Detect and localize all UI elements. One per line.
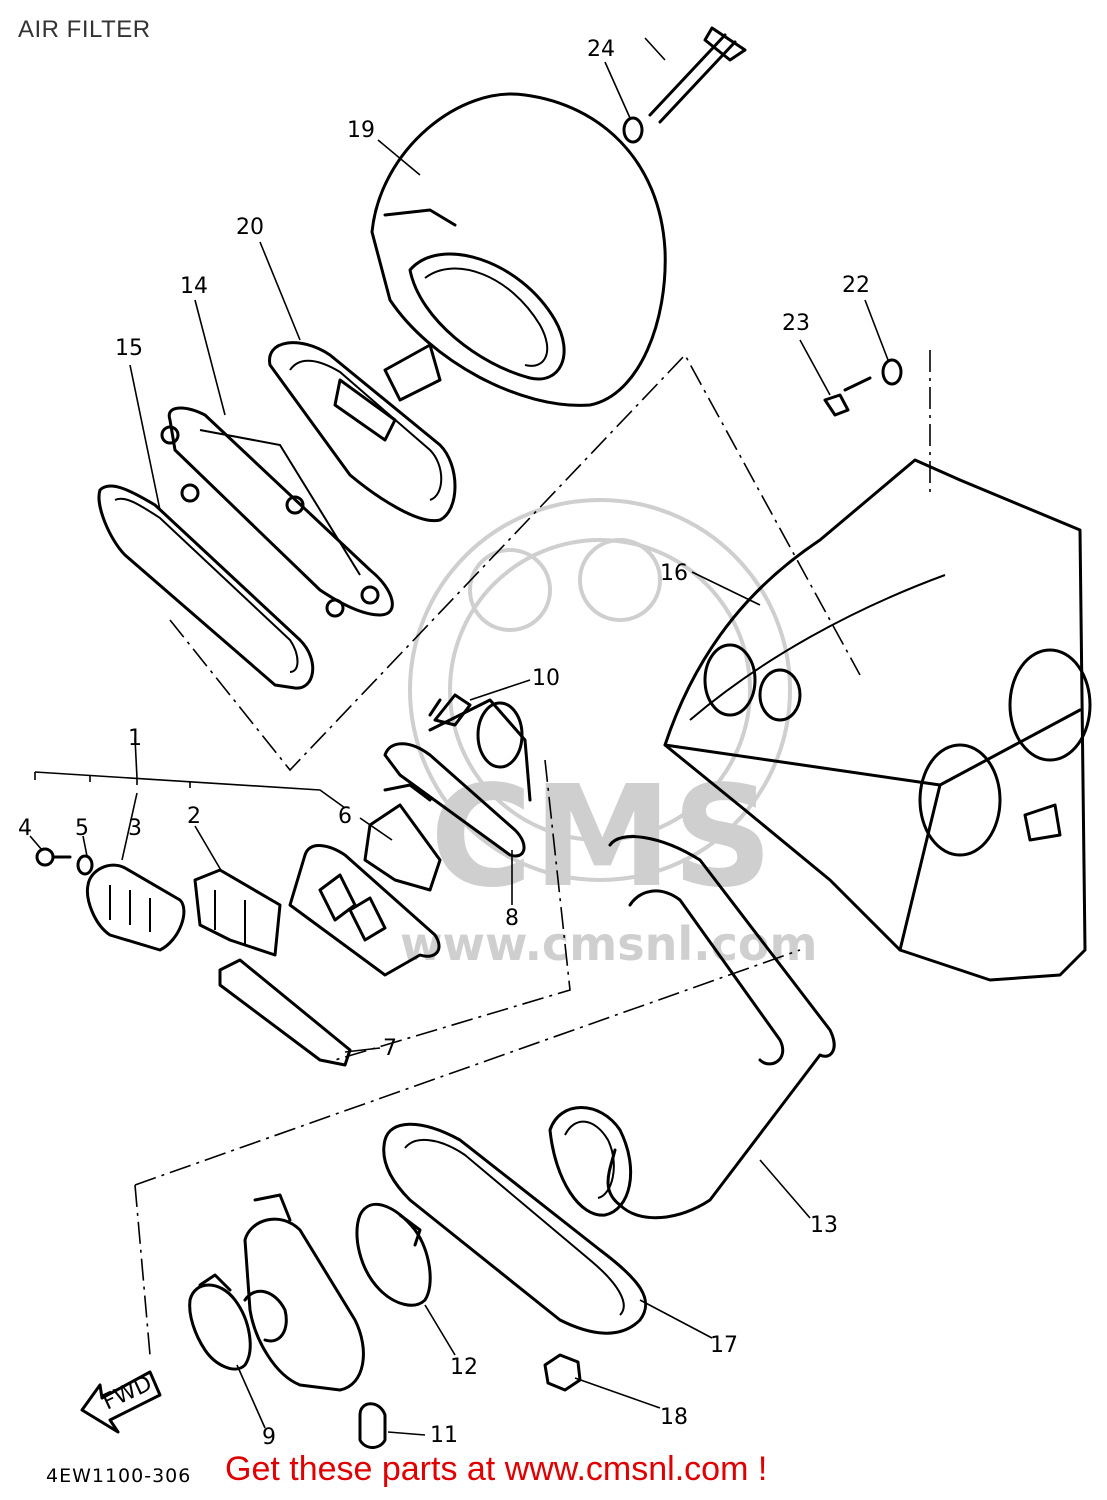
leader-lines [29,37,889,1436]
watermark-url: www.cmsnl.com [400,917,817,971]
part-19-filter-element [370,92,667,407]
part-18-nut [543,1353,582,1392]
fwd-label: FWD [99,1371,156,1415]
part-22-washer [881,358,903,386]
callout-11: 11 [430,1423,458,1448]
part-15-gasket [97,484,315,690]
part-4-screw [35,847,72,867]
part-3-stopper-plate [85,863,186,952]
part-14-filter-frame [160,406,394,618]
page-title: AIR FILTER [18,16,151,43]
forward-direction-arrow: FWD [80,1370,162,1434]
callout-2: 2 [187,804,201,829]
part-13-intake-boot [548,835,836,1220]
part-24-bolt [622,26,747,144]
callout-24: 24 [587,37,615,62]
assembly-line-middle [334,759,571,1061]
callout-18: 18 [660,1405,688,1430]
callout-3: 3 [128,816,142,841]
callout-20: 20 [236,215,264,240]
callout-6: 6 [338,804,352,829]
cms-watermark-logo: CMS www.cmsnl.com [400,498,817,971]
part-17-gasket-ring [382,1122,648,1335]
callout-13: 13 [810,1213,838,1238]
part-23-bolt [823,376,872,417]
part-5-washer [76,854,94,876]
part-1-reed-valve-assembly [288,844,441,977]
callout-12: 12 [450,1355,478,1380]
callout-22: 22 [842,273,870,298]
callout-8: 8 [505,906,519,931]
part-8-manifold [363,698,532,892]
callout-14: 14 [180,274,208,299]
callout-16: 16 [660,561,688,586]
part-16-air-box [663,458,1092,982]
callout-19: 19 [347,118,375,143]
callout-10: 10 [532,666,560,691]
callout-7: 7 [383,1036,397,1061]
callout-4: 4 [18,816,32,841]
part-12-clamp [355,1202,432,1307]
part-2-reed-petals [193,868,282,957]
part-11-clip [358,1402,387,1449]
assembly-line-upper [169,353,861,772]
bracket-ticks [34,772,191,788]
part-9-carburettor-clamp [188,1193,365,1392]
drawing-code: 4EW1100-306 [46,1465,192,1487]
watermark-brand: CMS [430,756,773,919]
assembly-line-lower [134,949,801,1356]
part-10-bolt [428,693,472,727]
bracket-group-1 [34,771,346,809]
part-6-reed-block [383,783,432,802]
part-20-filter-cage [268,341,457,523]
parts-link[interactable]: Get these parts at www.cmsnl.com ! [225,1450,768,1488]
callout-15: 15 [115,336,143,361]
part-7-gasket [218,958,352,1067]
callout-9: 9 [262,1425,276,1450]
callout-1: 1 [128,726,142,751]
callout-23: 23 [782,311,810,336]
callout-5: 5 [75,816,89,841]
callout-17: 17 [710,1333,738,1358]
